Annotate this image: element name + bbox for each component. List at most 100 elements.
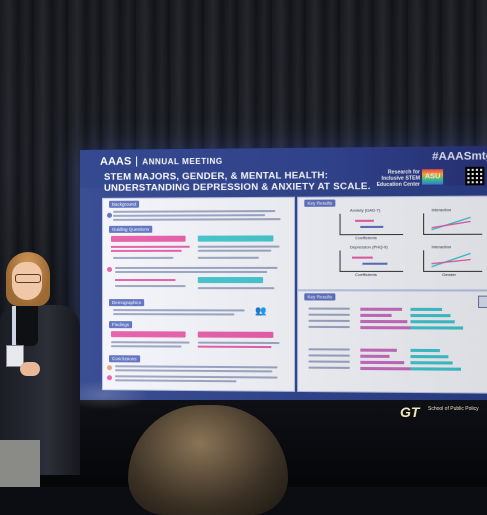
meeting-label: ANNUAL MEETING bbox=[142, 156, 223, 167]
hbar bbox=[360, 307, 403, 311]
interaction-lines-2 bbox=[423, 250, 481, 271]
row-label bbox=[308, 307, 350, 310]
x-label-gender: Gender bbox=[442, 271, 457, 278]
finding-box-2 bbox=[197, 331, 274, 338]
hbar bbox=[360, 354, 390, 358]
hbar bbox=[410, 355, 449, 359]
ci-bar bbox=[355, 219, 374, 222]
question-box-2 bbox=[197, 235, 274, 242]
section-key-results-2: Key Results bbox=[304, 293, 336, 301]
hbar bbox=[360, 366, 415, 371]
text-line bbox=[115, 369, 273, 373]
qr-code-icon bbox=[465, 166, 485, 186]
research-center-logo: Research for Inclusive STEM Education Ce… bbox=[368, 169, 444, 194]
hashtag: #AAASmtg bbox=[432, 150, 487, 164]
gt-logo: GT bbox=[400, 404, 420, 420]
text-line bbox=[197, 256, 260, 259]
row-label bbox=[308, 354, 350, 357]
people-icon: 👥 bbox=[254, 305, 267, 316]
method-icon bbox=[106, 266, 113, 272]
name-badge bbox=[6, 345, 24, 367]
hbar bbox=[410, 326, 464, 330]
section-findings: Findings bbox=[108, 321, 133, 329]
row-label bbox=[308, 360, 350, 363]
document-icon bbox=[477, 295, 487, 309]
presenter-shirt bbox=[16, 306, 38, 346]
hbar bbox=[410, 313, 451, 318]
chart-title-depression: Depression (PHQ-9) bbox=[349, 244, 388, 250]
text-line bbox=[113, 218, 281, 221]
text-line bbox=[197, 245, 280, 248]
presenter-hands bbox=[20, 362, 40, 376]
hbar bbox=[360, 326, 418, 330]
question-text bbox=[110, 249, 182, 252]
text-line bbox=[115, 365, 278, 369]
text-line bbox=[110, 345, 182, 348]
analysis-box bbox=[197, 277, 264, 284]
presenter-glasses bbox=[15, 274, 41, 283]
coef-plot-anxiety bbox=[339, 213, 404, 236]
row-label bbox=[308, 348, 350, 351]
text-line bbox=[115, 285, 186, 288]
text-line bbox=[115, 375, 278, 379]
text-line bbox=[113, 309, 245, 312]
text-line bbox=[115, 266, 278, 269]
text-line bbox=[197, 287, 275, 290]
conclusion-icon bbox=[106, 365, 113, 371]
hbar bbox=[410, 307, 443, 311]
logo-divider bbox=[136, 156, 138, 167]
poster-results-bottom: Key Results bbox=[297, 290, 487, 394]
row-label bbox=[308, 313, 350, 316]
text-line bbox=[197, 341, 280, 345]
hbar bbox=[360, 360, 405, 365]
hbar bbox=[360, 313, 392, 317]
coef-plot-depression bbox=[339, 250, 404, 272]
text-line bbox=[110, 341, 190, 344]
poster-results-top: Key Results Anxiety (GAD-7) Interaction … bbox=[297, 195, 487, 291]
center-name: Research for Inclusive STEM Education Ce… bbox=[376, 169, 420, 189]
section-guiding-questions: Guiding Questions bbox=[108, 225, 153, 233]
ci-bar bbox=[362, 262, 388, 265]
section-conclusions: Conclusions bbox=[108, 355, 140, 363]
presenter-pants bbox=[0, 440, 40, 487]
hbar bbox=[410, 361, 453, 365]
text-line bbox=[113, 214, 266, 217]
ci-bar bbox=[351, 256, 373, 259]
row-label bbox=[308, 366, 350, 369]
school-name: School of Public Policy bbox=[428, 406, 479, 412]
hbar bbox=[360, 319, 408, 324]
section-demographics: Demographics bbox=[108, 299, 145, 307]
finding-text bbox=[197, 345, 272, 349]
text-line bbox=[197, 249, 272, 252]
chart-title-anxiety: Anxiety (GAD-7) bbox=[349, 207, 381, 213]
poster-left-column: Background Guiding Questions Demographic… bbox=[101, 196, 296, 392]
ci-bar bbox=[360, 225, 384, 228]
poster-title-line2: UNDERSTANDING DEPRESSION & ANXIETY AT SC… bbox=[103, 180, 371, 194]
aaas-logo: AAAS ANNUAL MEETING bbox=[100, 155, 223, 168]
bullet-icon bbox=[106, 212, 113, 218]
text-line bbox=[113, 256, 174, 259]
chart-title-interaction-1: Interaction bbox=[431, 207, 452, 213]
chart-title-interaction-2: Interaction bbox=[431, 244, 452, 250]
asu-badge: ASU bbox=[422, 169, 444, 185]
question-text bbox=[110, 245, 190, 248]
row-label bbox=[308, 319, 350, 322]
row-label bbox=[308, 325, 350, 329]
question-text bbox=[115, 279, 176, 282]
text-line bbox=[113, 210, 276, 213]
hbar bbox=[410, 367, 462, 371]
hbar bbox=[410, 348, 440, 353]
interaction-lines-1 bbox=[423, 213, 481, 234]
text-line bbox=[115, 270, 268, 273]
text-line bbox=[113, 313, 235, 316]
finding-box-1 bbox=[110, 331, 186, 338]
section-key-results-1: Key Results bbox=[304, 199, 336, 207]
section-background: Background bbox=[108, 200, 140, 208]
x-label-coef-1: Coefficients bbox=[355, 235, 377, 241]
org-logo-text: AAAS bbox=[99, 155, 132, 168]
lanyard bbox=[12, 306, 16, 346]
hbar bbox=[360, 348, 397, 352]
question-box-1 bbox=[110, 235, 186, 242]
hbar bbox=[410, 320, 455, 324]
x-label-coef-2: Coefficients bbox=[355, 271, 377, 278]
